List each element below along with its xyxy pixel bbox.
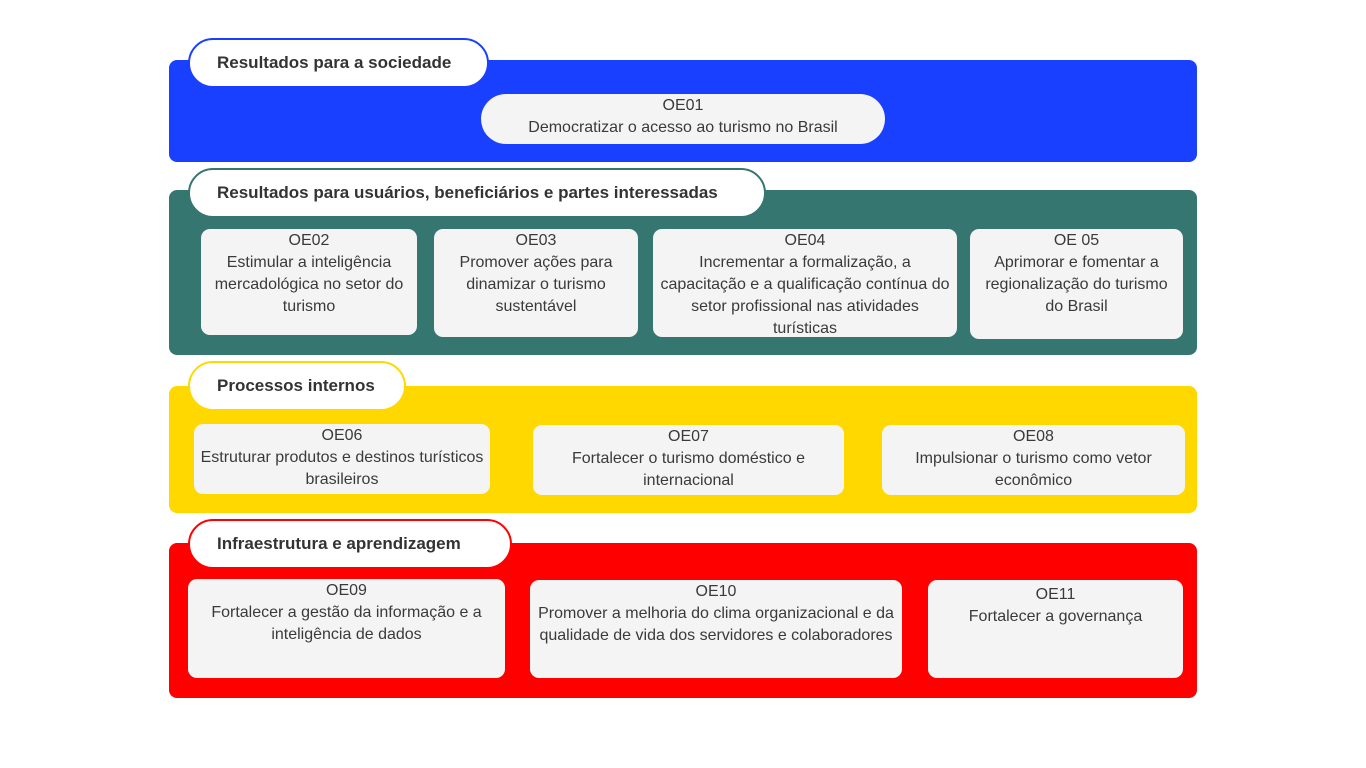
objective-card-oe05: OE 05 Aprimorar e fomentar a regionaliza… [970, 229, 1183, 339]
objective-text: Fortalecer a governança [968, 608, 1143, 625]
section-title-usuarios: Resultados para usuários, beneficiários … [188, 168, 766, 218]
objective-code: OE03 [515, 232, 557, 249]
objective-code: OE01 [662, 97, 704, 114]
objective-text: Estruturar produtos e destinos turístico… [200, 449, 484, 488]
objective-text: Impulsionar o turismo como vetor econômi… [915, 450, 1152, 489]
objective-code: OE08 [1013, 428, 1054, 445]
section-title-text: Infraestrutura e aprendizagem [217, 534, 461, 553]
section-title-text: Processos internos [217, 376, 375, 395]
section-title-text: Resultados para a sociedade [217, 53, 452, 72]
objective-card-oe06: OE06 Estruturar produtos e destinos turí… [194, 424, 490, 494]
objective-card-oe01: OE01 Democratizar o acesso ao turismo no… [481, 94, 885, 144]
objective-card-oe07: OE07 Fortalecer o turismo doméstico e in… [533, 425, 844, 495]
objective-card-oe11: OE11 Fortalecer a governança [928, 580, 1183, 678]
objective-code: OE10 [695, 583, 737, 600]
section-title-infraestrutura: Infraestrutura e aprendizagem [188, 519, 512, 569]
objective-code: OE06 [321, 427, 363, 444]
objective-text: Incrementar a formalização, a capacitaçã… [660, 254, 950, 337]
objective-text: Estimular a inteligência mercadológica n… [214, 254, 404, 315]
objective-text: Aprimorar e fomentar a regionalização do… [985, 254, 1168, 315]
objective-text: Fortalecer o turismo doméstico e interna… [572, 450, 805, 489]
objective-text: Fortalecer a gestão da informação e a in… [211, 604, 482, 643]
objective-card-oe03: OE03 Promover ações para dinamizar o tur… [434, 229, 638, 337]
objective-card-oe09: OE09 Fortalecer a gestão da informação e… [188, 579, 505, 678]
objective-text: Democratizar o acesso ao turismo no Bras… [528, 119, 838, 136]
objective-code: OE04 [784, 232, 826, 249]
objective-card-oe04: OE04 Incrementar a formalização, a capac… [653, 229, 957, 337]
objective-code: OE07 [668, 428, 709, 445]
objective-card-oe08: OE08 Impulsionar o turismo como vetor ec… [882, 425, 1185, 495]
objective-text: Promover a melhoria do clima organizacio… [538, 605, 894, 644]
objective-code: OE02 [288, 232, 330, 249]
objective-card-oe10: OE10 Promover a melhoria do clima organi… [530, 580, 902, 678]
section-title-text: Resultados para usuários, beneficiários … [217, 183, 718, 202]
objective-card-oe02: OE02 Estimular a inteligência mercadológ… [201, 229, 417, 335]
section-title-processos: Processos internos [188, 361, 406, 411]
objective-code: OE11 [1035, 586, 1076, 603]
objective-code: OE09 [326, 582, 367, 599]
objective-code: OE 05 [1053, 232, 1100, 249]
section-title-sociedade: Resultados para a sociedade [188, 38, 489, 88]
objective-text: Promover ações para dinamizar o turismo … [459, 254, 613, 315]
